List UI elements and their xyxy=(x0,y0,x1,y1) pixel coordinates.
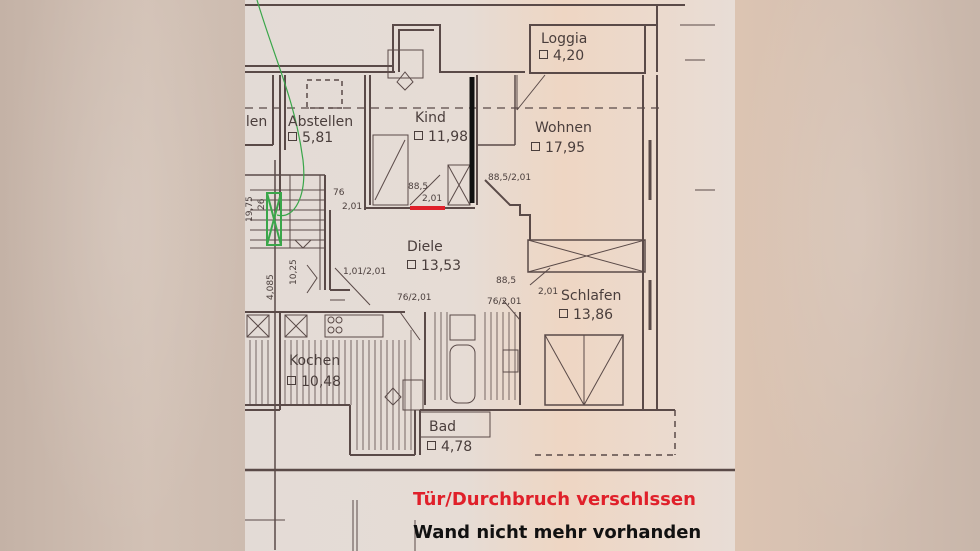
room-area-abstellen: 5,81 xyxy=(288,131,333,145)
room-area-kind: 11,98 xyxy=(414,130,468,144)
dimension-kochen-door: 76/2,01 xyxy=(397,293,432,303)
legend-removed-wall: Wand nicht mehr vorhanden xyxy=(413,522,702,543)
green-stair-marking xyxy=(256,0,305,246)
dimension-abstellen-door-width: 76 xyxy=(333,188,345,198)
dimension-kind-door-height: 2,01 xyxy=(422,194,443,204)
floor-plan-drawing xyxy=(245,0,735,551)
room-label-abstellen: Abstellen xyxy=(288,114,354,130)
room-label-partial: llen xyxy=(245,114,268,130)
room-area-kochen: 10,48 xyxy=(287,375,341,389)
blurred-background-left xyxy=(0,0,245,551)
floor-plan: Loggia 4,20 llen Abstellen 5,81 Kind 11,… xyxy=(245,0,735,551)
room-label-bad: Bad xyxy=(429,419,457,435)
room-area-bad: 4,78 xyxy=(427,440,472,454)
dimension-wohnen-door: 88,5/2,01 xyxy=(488,173,532,183)
room-label-loggia: Loggia xyxy=(541,31,588,47)
room-area-schlafen: 13,86 xyxy=(559,308,613,322)
room-label-diele: Diele xyxy=(407,239,443,255)
room-area-diele: 13,53 xyxy=(407,259,461,273)
room-area-loggia: 4,20 xyxy=(539,49,584,63)
room-area-wohnen: 17,95 xyxy=(531,141,585,155)
dimension-bad-door: 76/2,01 xyxy=(487,297,522,307)
room-label-schlafen: Schlafen xyxy=(561,288,622,304)
dimension-abstellen-door-height: 2,01 xyxy=(342,202,363,212)
dimension-diele-door: 1,01/2,01 xyxy=(343,267,387,277)
dimension-kind-door-width: 88,5 xyxy=(408,182,429,192)
dimension-schlafen-door-height: 2,01 xyxy=(538,287,559,297)
room-label-wohnen: Wohnen xyxy=(535,120,592,136)
dimension-stair-2: 26 xyxy=(257,198,267,210)
blurred-background-right xyxy=(735,0,980,551)
room-label-kochen: Kochen xyxy=(289,353,341,369)
room-label-kind: Kind xyxy=(415,110,446,126)
dimension-schlafen-door-width: 88,5 xyxy=(496,276,517,286)
dimension-stair-1: 19,75 xyxy=(245,196,255,222)
dimension-stair-width: 4,085 xyxy=(266,274,276,300)
dimension-landing: 10,25 xyxy=(289,259,299,285)
legend-closed-door: Tür/Durchbruch verschlssen xyxy=(413,489,696,510)
